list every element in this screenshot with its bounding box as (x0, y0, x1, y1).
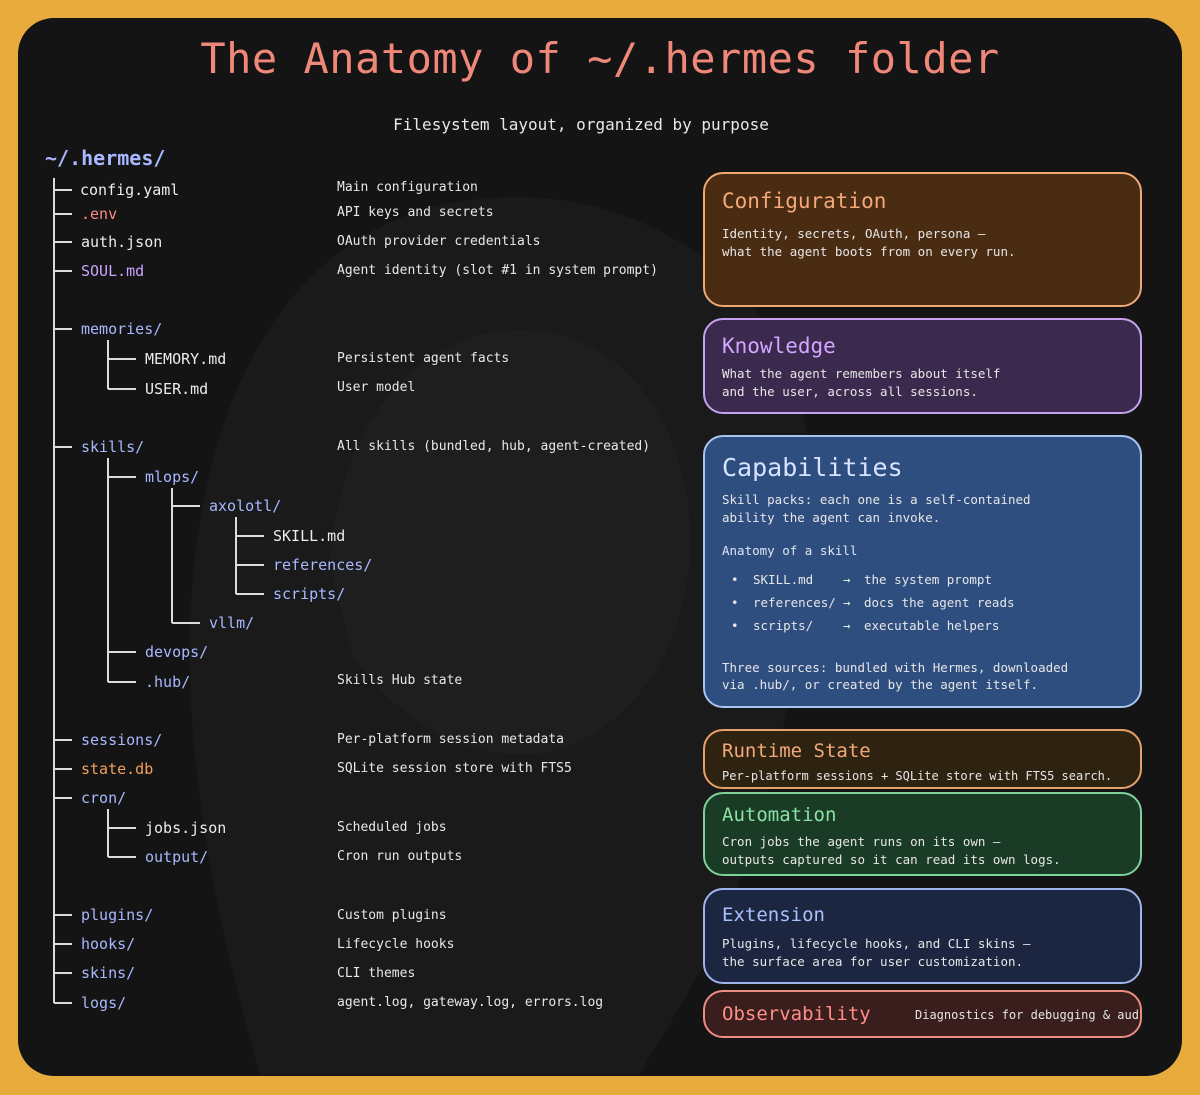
tree-root: ~/.hermes/ (45, 146, 166, 170)
desc-skills: All skills (bundled, hub, agent-created) (337, 439, 651, 454)
desc-skins: CLI themes (337, 966, 416, 981)
skill-anatomy-name: references/ (753, 595, 836, 610)
panel-runtime-state-body: Per-platform sessions + SQLite store wit… (722, 769, 1113, 783)
arrow-right-icon: → (843, 595, 851, 610)
panel-automation-body: Cron jobs the agent runs on its own — ou… (722, 834, 1061, 867)
panel-runtime-state-title: Runtime State (722, 740, 871, 762)
tree-node-logs[interactable]: logs/ (81, 994, 127, 1012)
bullet-icon: • (731, 572, 739, 587)
panel-configuration: Configuration Identity, secrets, OAuth, … (703, 172, 1142, 307)
panel-extension: Extension Plugins, lifecycle hooks, and … (703, 888, 1142, 984)
tree-node-soul-md[interactable]: SOUL.md (81, 262, 145, 280)
tree-node-vllm[interactable]: vllm/ (209, 614, 255, 632)
panel-automation: Automation Cron jobs the agent runs on i… (703, 792, 1142, 876)
skill-anatomy-name: scripts/ (753, 618, 814, 633)
skill-sources-text: Three sources: bundled with Hermes, down… (722, 660, 1069, 692)
tree-node-axolotl[interactable]: axolotl/ (209, 497, 282, 515)
skill-anatomy-desc: the system prompt (864, 572, 992, 587)
tree-node-devops[interactable]: devops/ (145, 643, 209, 661)
panel-extension-title: Extension (722, 904, 825, 926)
desc-plugins: Custom plugins (337, 908, 447, 923)
tree-node-jobs-json[interactable]: jobs.json (145, 819, 227, 837)
desc-hooks: Lifecycle hooks (337, 937, 455, 952)
desc-soul-md: Agent identity (slot #1 in system prompt… (337, 263, 658, 278)
panel-observability: Observability Diagnostics for debugging … (703, 990, 1142, 1038)
panel-configuration-body: Identity, secrets, OAuth, persona — what… (722, 226, 1016, 259)
desc-jobs-json: Scheduled jobs (337, 820, 447, 835)
panel-knowledge-title: Knowledge (722, 334, 836, 358)
tree-node-memories[interactable]: memories/ (81, 320, 163, 338)
panel-extension-body: Plugins, lifecycle hooks, and CLI skins … (722, 936, 1031, 969)
tree-node-plugins[interactable]: plugins/ (81, 906, 154, 924)
panel-capabilities: Capabilities Skill packs: each one is a … (703, 435, 1142, 708)
desc-hub: Skills Hub state (337, 673, 463, 688)
panel-automation-title: Automation (722, 804, 837, 826)
desc-auth-json: OAuth provider credentials (337, 234, 541, 249)
skill-anatomy-desc: docs the agent reads (864, 595, 1015, 610)
tree-node-skills[interactable]: skills/ (81, 438, 145, 456)
arrow-right-icon: → (843, 618, 851, 633)
tree-node-hooks[interactable]: hooks/ (81, 935, 136, 953)
tree-node-skill-md[interactable]: SKILL.md (273, 527, 346, 545)
tree-node-cron[interactable]: cron/ (81, 789, 127, 807)
panel-observability-title: Observability (722, 1003, 871, 1025)
tree-node-mlops[interactable]: mlops/ (145, 468, 200, 486)
page-title: The Anatomy of ~/.hermes folder (200, 34, 1000, 83)
panel-observability-body: Diagnostics for debugging & audi (915, 1008, 1142, 1022)
panel-runtime-state: Runtime State Per-platform sessions + SQ… (703, 729, 1142, 789)
panel-capabilities-title: Capabilities (722, 453, 903, 482)
tree-node-output[interactable]: output/ (145, 848, 209, 866)
bullet-icon: • (731, 595, 739, 610)
tree-node-references[interactable]: references/ (273, 556, 373, 574)
desc-user-md: User model (337, 380, 416, 395)
tree-node-env[interactable]: .env (81, 205, 118, 223)
panel-configuration-title: Configuration (722, 189, 887, 213)
tree-node-scripts[interactable]: scripts/ (273, 585, 346, 603)
desc-logs: agent.log, gateway.log, errors.log (337, 995, 604, 1010)
arrow-right-icon: → (843, 572, 851, 587)
desc-sessions: Per-platform session metadata (337, 732, 564, 747)
tree-node-hub[interactable]: .hub/ (145, 673, 191, 691)
desc-memory-md: Persistent agent facts (337, 351, 510, 366)
skill-anatomy-name: SKILL.md (753, 572, 814, 587)
tree-node-config-yaml[interactable]: config.yaml (80, 181, 180, 199)
panel-knowledge: Knowledge What the agent remembers about… (703, 318, 1142, 414)
tree-node-skins[interactable]: skins/ (81, 964, 136, 982)
panel-knowledge-body: What the agent remembers about itself an… (722, 366, 1001, 399)
skill-anatomy-heading: Anatomy of a skill (722, 543, 858, 558)
tree-node-memory-md[interactable]: MEMORY.md (145, 350, 227, 368)
page-subtitle: Filesystem layout, organized by purpose (393, 115, 769, 134)
skill-anatomy-desc: executable helpers (864, 618, 1000, 633)
tree-node-user-md[interactable]: USER.md (145, 380, 209, 398)
tree-node-auth-json[interactable]: auth.json (81, 233, 163, 251)
desc-config-yaml: Main configuration (337, 180, 478, 195)
desc-state-db: SQLite session store with FTS5 (337, 761, 572, 776)
tree-node-sessions[interactable]: sessions/ (81, 731, 163, 749)
desc-env: API keys and secrets (337, 205, 494, 220)
panel-capabilities-body: Skill packs: each one is a self-containe… (722, 492, 1031, 525)
tree-node-state-db[interactable]: state.db (81, 760, 154, 778)
desc-output: Cron run outputs (337, 849, 463, 864)
bullet-icon: • (731, 618, 739, 633)
